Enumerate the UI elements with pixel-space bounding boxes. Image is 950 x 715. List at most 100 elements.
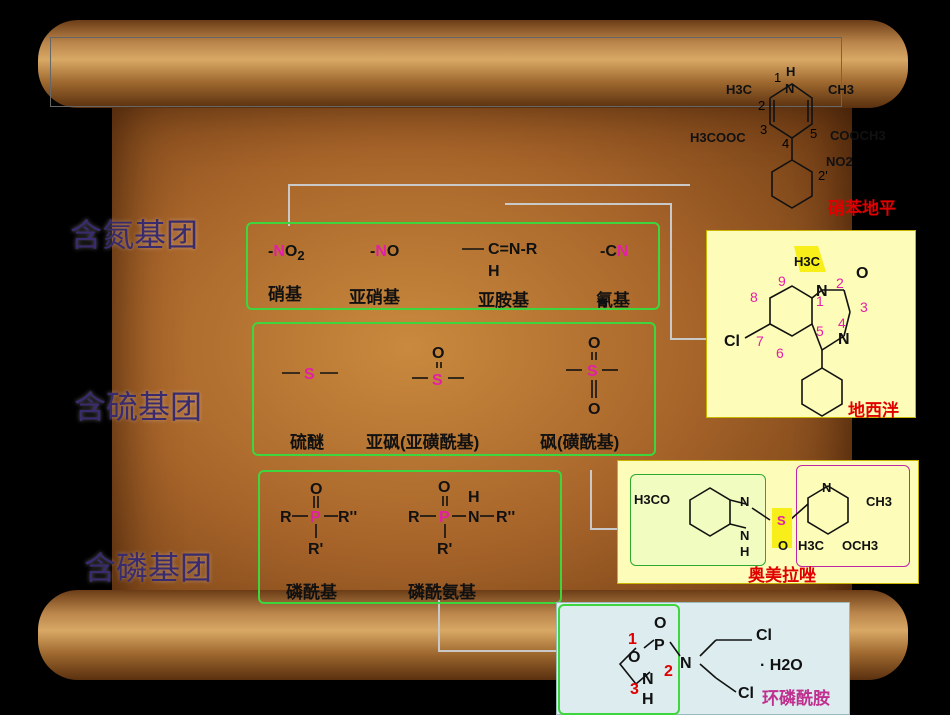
phosphoryl-o: O [310, 481, 322, 498]
phosphoramide-label: 磷酰氨基 [408, 583, 476, 602]
cyano-formula: -CN [600, 243, 628, 260]
dz-num: 6 [776, 345, 784, 361]
dz-n1: N [816, 283, 828, 300]
phosphoramide-h: H [468, 489, 480, 506]
dz-num: 7 [756, 333, 764, 349]
sulfoxide-label: 亚砜(亚磺酰基) [366, 433, 480, 452]
om-n: N [740, 494, 749, 509]
om-s: S [777, 513, 786, 528]
nif-h3c: H3C [726, 82, 753, 97]
nitroso-formula: -NO [370, 243, 399, 260]
nif-ester-right: COOCH3 [830, 128, 886, 143]
om-nh: N [740, 528, 749, 543]
diazepam-name: 地西泮 [848, 401, 899, 420]
phosphoramide-r1: R' [437, 541, 452, 558]
nif-num-1: 1 [774, 70, 781, 85]
sulfur-group-box [252, 322, 656, 456]
dz-h3c: H3C [794, 254, 821, 269]
thioether-s: S [304, 366, 315, 383]
cyclophosphamide-numbers: 1 2 3 [628, 631, 673, 698]
section-title-phosphorus: 含磷基团 [84, 549, 213, 587]
omeprazole-left-box [630, 474, 766, 566]
om-ring-n: N [822, 480, 831, 495]
nitrogen-group-box [246, 222, 660, 310]
connector-line [288, 184, 290, 226]
nif-ester-left: H3COOC [690, 130, 746, 145]
om-h3co: H3CO [634, 492, 670, 507]
imino-label: 亚胺基 [478, 291, 529, 310]
dz-num: 5 [816, 323, 824, 339]
cp-num: 2 [664, 663, 673, 680]
cyclophosphamide-box [556, 602, 850, 715]
phosphoramide-r2: R'' [496, 509, 515, 526]
nif-n: N [785, 81, 794, 96]
thioether-label: 硫醚 [290, 433, 324, 452]
section-title-nitrogen: 含氮基团 [70, 216, 199, 254]
section-title-sulfur: 含硫基团 [74, 388, 203, 426]
cp-o-ring: O [628, 649, 640, 666]
cp-n: N [680, 655, 692, 672]
bond-lines [282, 83, 851, 693]
sulfoxide-o: O [432, 345, 444, 362]
om-h: H [740, 544, 749, 559]
cp-cl-bottom: Cl [738, 685, 754, 702]
nifedipine-name: 硝苯地平 [828, 199, 896, 218]
dz-n4: N [838, 331, 850, 348]
nif-num-5: 5 [810, 126, 817, 141]
phosphoryl-r: R [280, 509, 292, 526]
nitro-formula: -NO2 [268, 243, 305, 263]
om-h3c: H3C [798, 538, 825, 553]
nif-num-3: 3 [760, 122, 767, 137]
imine-formula: C=N-R [488, 241, 538, 258]
title-frame [50, 37, 842, 107]
sulfone-s: S [587, 363, 598, 380]
sulfone-o-bottom: O [588, 401, 600, 418]
omeprazole-name: 奥美拉唑 [748, 566, 816, 585]
nif-h: H [786, 64, 795, 79]
dz-num: 8 [750, 289, 758, 305]
phosphoramide-o: O [438, 479, 450, 496]
nif-num-4: 4 [782, 136, 789, 151]
cp-h: H [642, 691, 654, 708]
nitro-label: 硝基 [268, 285, 302, 304]
nitroso-label: 亚硝基 [349, 288, 400, 307]
phosphoramide-n: N [468, 509, 480, 526]
omeprazole-right-box [796, 465, 910, 567]
phosphorus-group-box [258, 470, 562, 604]
phosphoryl-r1: R' [308, 541, 323, 558]
nif-ch3: CH3 [828, 82, 854, 97]
dz-o: O [856, 265, 868, 282]
methyl-highlight [794, 246, 826, 272]
dz-num: 1 [816, 293, 824, 309]
diazepam-numbers: 1 2 3 4 5 6 7 8 9 [750, 273, 868, 361]
top-scroll-roll [38, 20, 908, 108]
cyclophosphamide-name: 环磷酰胺 [762, 689, 830, 708]
nif-no2: NO2 [826, 154, 853, 169]
phosphoryl-r2: R'' [338, 509, 357, 526]
om-ch3: CH3 [866, 494, 892, 509]
dz-num: 2 [836, 275, 844, 291]
phosphoramide-p: P [439, 509, 450, 526]
cp-o-top: O [654, 615, 666, 632]
nif-num-2: 2 [758, 98, 765, 113]
imine-h: H [488, 263, 500, 280]
om-och3: OCH3 [842, 538, 878, 553]
phosphoramide-r: R [408, 509, 420, 526]
sulfone-label: 砜(磺酰基) [540, 433, 620, 452]
sulfinyl-highlight [772, 508, 792, 548]
dz-num: 3 [860, 299, 868, 315]
cp-num: 1 [628, 631, 637, 648]
dz-num: 9 [778, 273, 786, 289]
phosphoryl-p: P [310, 509, 321, 526]
sulfoxide-s: S [432, 372, 443, 389]
dz-cl: Cl [724, 333, 740, 350]
dz-num: 4 [838, 315, 846, 331]
cp-nh: N [642, 671, 654, 688]
cyano-label: 氰基 [596, 291, 630, 310]
cp-p: P [654, 637, 665, 654]
phosphoryl-label: 磷酰基 [286, 583, 337, 602]
cp-cl-top: Cl [756, 627, 772, 644]
om-o: O [778, 538, 788, 553]
